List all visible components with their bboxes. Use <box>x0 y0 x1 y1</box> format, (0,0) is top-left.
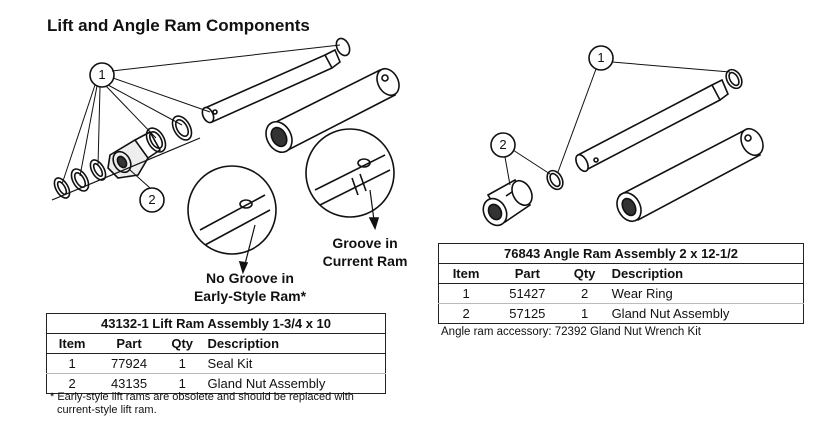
balloon-1-right <box>588 45 614 71</box>
balloon-1-right-label: 1 <box>597 50 605 65</box>
table-row: 1 77924 1 Seal Kit <box>46 353 386 374</box>
balloon-2-right <box>490 132 516 158</box>
lift-row1-qty: 1 <box>160 353 204 374</box>
lift-footnote: * Early-style lift rams are obsolete and… <box>50 391 354 417</box>
lift-table-title: 43132-1 Lift Ram Assembly 1-3/4 x 10 <box>46 313 386 334</box>
lift-ram-rod <box>201 37 351 124</box>
gland-nut-angle <box>482 178 533 227</box>
callout-no-groove-line2: Early-Style Ram* <box>193 288 307 304</box>
wear-ring-top <box>725 68 743 90</box>
angle-col-qty: Qty <box>561 263 608 284</box>
angle-accessory-note: Angle ram accessory: 72392 Gland Nut Wre… <box>441 326 701 338</box>
angle-ram-table: 76843 Angle Ram Assembly 2 x 12-1/2 Item… <box>438 243 804 324</box>
angle-col-item: Item <box>438 263 494 284</box>
seal-ring-5 <box>171 115 193 141</box>
angle-row1-item: 1 <box>438 283 494 304</box>
lift-row2-desc: Gland Nut Assembly <box>203 373 386 394</box>
table-row: 2 43135 1 Gland Nut Assembly <box>46 373 386 394</box>
lift-row2-item: 2 <box>46 373 98 394</box>
angle-row2-desc: Gland Nut Assembly <box>607 303 804 324</box>
angle-row1-part: 51427 <box>493 283 562 304</box>
seal-ring-2 <box>70 168 90 192</box>
lift-row2-part: 43135 <box>97 373 161 394</box>
callout-no-groove: No Groove in Early-Style Ram* <box>180 269 320 305</box>
angle-col-desc: Description <box>607 263 804 284</box>
lift-row1-item: 1 <box>46 353 98 374</box>
detail-no-groove <box>187 165 277 275</box>
seal-ring-1 <box>53 177 71 199</box>
balloon-2-left <box>139 187 165 213</box>
angle-ram-barrel <box>616 127 764 223</box>
callout-groove-line2: Current Ram <box>322 253 408 269</box>
seal-ring-3 <box>89 159 107 181</box>
angle-ram-rod <box>575 78 729 173</box>
angle-table-title: 76843 Angle Ram Assembly 2 x 12-1/2 <box>438 243 804 264</box>
angle-col-part: Part <box>493 263 562 284</box>
lift-footnote-line2: current-style lift ram. <box>57 404 157 416</box>
angle-row2-item: 2 <box>438 303 494 324</box>
wear-ring-low <box>546 169 564 191</box>
page-title: Lift and Angle Ram Components <box>47 16 310 35</box>
table-row: 2 57125 1 Gland Nut Assembly <box>438 303 804 324</box>
angle-row1-desc: Wear Ring <box>607 283 804 304</box>
lift-footnote-line1: * Early-style lift rams are obsolete and… <box>50 391 354 403</box>
lift-col-desc: Description <box>203 333 386 354</box>
lift-row1-desc: Seal Kit <box>203 353 386 374</box>
balloon-1-left <box>89 62 115 88</box>
callout-no-groove-line1: No Groove in <box>206 270 294 286</box>
lift-col-part: Part <box>97 333 161 354</box>
lift-ram-table: 43132-1 Lift Ram Assembly 1-3/4 x 10 Ite… <box>46 313 386 394</box>
table-row: 1 51427 2 Wear Ring <box>438 283 804 304</box>
lift-row1-part: 77924 <box>97 353 161 374</box>
angle-row2-part: 57125 <box>493 303 562 324</box>
seal-ring-4 <box>145 127 167 153</box>
lift-row2-qty: 1 <box>160 373 204 394</box>
balloon-1-left-label: 1 <box>98 67 106 82</box>
gland-nut-lift <box>107 130 162 179</box>
callout-groove: Groove in Current Ram <box>305 234 425 270</box>
balloon-2-left-label: 2 <box>148 192 156 207</box>
lift-col-item: Item <box>46 333 98 354</box>
lift-ram-barrel <box>265 67 400 154</box>
balloon-2-right-label: 2 <box>499 137 507 152</box>
callout-groove-line1: Groove in <box>332 235 398 251</box>
angle-row2-qty: 1 <box>561 303 608 324</box>
detail-groove <box>305 128 395 231</box>
lift-col-qty: Qty <box>160 333 204 354</box>
angle-row1-qty: 2 <box>561 283 608 304</box>
